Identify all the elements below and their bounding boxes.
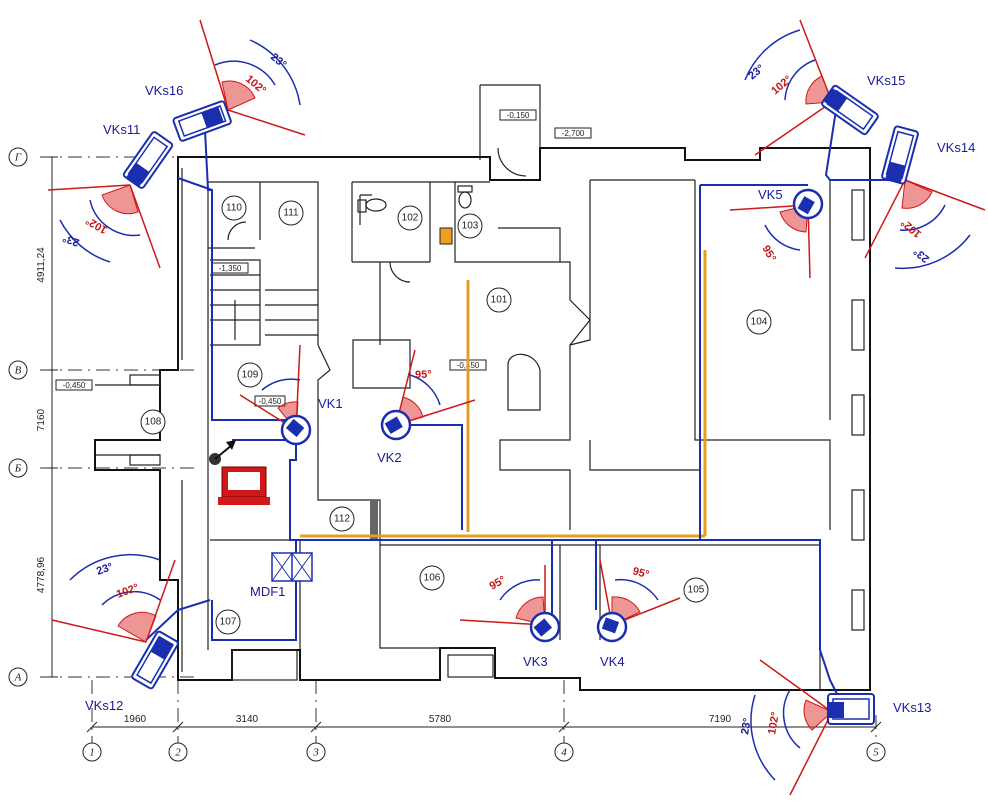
svg-text:-0,150: -0,150: [507, 111, 530, 120]
axis-a: А: [14, 672, 22, 684]
axis-5: 5: [873, 747, 879, 759]
vk5-angle: 95°: [759, 244, 778, 264]
fixtures: [357, 185, 473, 245]
dim-h-3: 5780: [429, 714, 452, 725]
camera-vks12[interactable]: [131, 630, 179, 690]
camera-vks15[interactable]: [821, 84, 879, 136]
fov-vk5: [729, 204, 811, 279]
room-107: 107: [220, 617, 237, 628]
vks14-angle-inner: 102°: [899, 216, 924, 240]
axis-markers: 1 2 3 4 5 Г В Б А: [8, 147, 886, 762]
room-104: 104: [751, 317, 768, 328]
label-vks14: VKs14: [937, 140, 975, 155]
label-vks13: VKs13: [893, 700, 931, 715]
vks11-angle-outer: 23°: [61, 231, 81, 248]
camera-vk5[interactable]: [792, 188, 824, 220]
label-vk2: VK2: [377, 450, 402, 465]
vks12-angle-inner: 102°: [115, 582, 140, 601]
camera-vk1[interactable]: [280, 414, 312, 446]
label-vks11: VKs11: [103, 122, 140, 137]
cable-tray: [300, 250, 707, 538]
camera-vk2[interactable]: [380, 409, 412, 441]
vks15-angle-outer: 23°: [746, 62, 766, 82]
room-108: 108: [145, 417, 162, 428]
axis-v: В: [15, 365, 22, 377]
label-mdf1: MDF1: [250, 584, 285, 599]
dim-h-2: 3140: [236, 714, 259, 725]
mdf-cabinet[interactable]: [271, 552, 313, 582]
svg-text:-2,700: -2,700: [562, 129, 585, 138]
svg-text:-0,450: -0,450: [259, 397, 282, 406]
label-vk1: VK1: [318, 396, 343, 411]
axis-2: 2: [175, 747, 181, 759]
camera-vks13[interactable]: [827, 693, 875, 725]
axis-g: Г: [14, 152, 22, 164]
axis-3: 3: [312, 747, 319, 759]
dim-v-2: 7160: [36, 408, 47, 431]
vks12-angle-outer: 23°: [95, 561, 115, 578]
label-vks16: VKs16: [145, 83, 183, 98]
vk2-angle: 95°: [415, 369, 432, 381]
label-vk5: VK5: [758, 187, 783, 202]
room-103: 103: [462, 221, 479, 232]
label-vk4: VK4: [600, 654, 625, 669]
fov-vks13: [750, 659, 833, 796]
camera-vks11[interactable]: [122, 131, 174, 189]
cables: [145, 109, 900, 701]
svg-text:-0,450: -0,450: [63, 381, 86, 390]
fov-vks16: [199, 19, 306, 136]
router-icon[interactable]: [209, 440, 236, 465]
room-101: 101: [491, 295, 508, 306]
camera-vks16[interactable]: [172, 100, 232, 142]
dim-h-4: 7190: [709, 714, 732, 725]
fov-vks14: [864, 179, 986, 270]
fov-vk3: [459, 565, 546, 626]
dim-h-1: 1960: [124, 714, 147, 725]
room-106: 106: [424, 573, 441, 584]
room-numbers: 101 102 103 104 105 106 107 108 109 110 …: [140, 195, 772, 635]
vk4-angle: 95°: [631, 565, 650, 581]
recorder-icon[interactable]: [218, 466, 270, 505]
label-vk3: VK3: [523, 654, 548, 669]
vks14-angle-outer: 23°: [911, 245, 931, 265]
room-112: 112: [334, 514, 350, 525]
room-111: 111: [283, 208, 299, 219]
room-109: 109: [242, 370, 259, 381]
axis-b: Б: [14, 463, 22, 475]
vks15-angle-inner: 102°: [769, 73, 794, 97]
vks11-angle-inner: 102°: [84, 214, 110, 236]
camera-vk3[interactable]: [529, 611, 561, 643]
label-vks15: VKs15: [867, 73, 905, 88]
room-105: 105: [688, 585, 705, 596]
vk3-angle: 95°: [488, 574, 508, 593]
svg-text:-1,350: -1,350: [219, 264, 242, 273]
room-102: 102: [402, 213, 419, 224]
dim-v-3: 4778,96: [36, 556, 47, 593]
dim-v-1: 4911,24: [36, 247, 47, 283]
label-vks12: VKs12: [85, 698, 123, 713]
vks13-angle-outer: 23°: [739, 717, 754, 735]
axis-4: 4: [561, 747, 567, 759]
fov-vks12: [51, 553, 176, 643]
grid-lines: [40, 156, 882, 745]
fov-vks11: [47, 184, 161, 269]
room-110: 110: [226, 203, 242, 214]
camera-vk4[interactable]: [596, 611, 628, 643]
camera-vks14[interactable]: [881, 125, 919, 185]
vks13-angle-inner: 102°: [766, 711, 782, 736]
axis-1: 1: [89, 747, 95, 759]
